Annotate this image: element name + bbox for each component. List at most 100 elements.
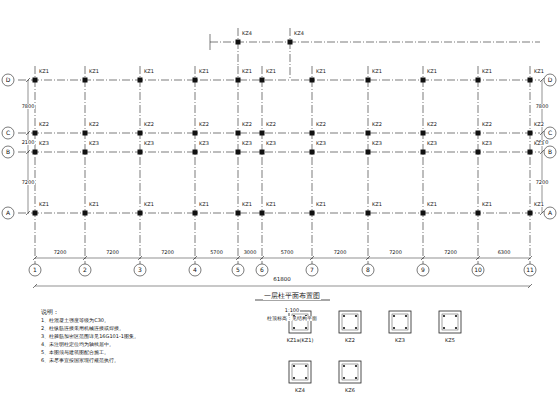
grid-line (542, 80, 543, 213)
column-section (236, 131, 241, 136)
column-tag: KZ1 (426, 69, 438, 74)
rebar (393, 315, 395, 317)
grid-line (312, 262, 313, 264)
axis-bubble (2, 207, 14, 219)
axis-label: 5 (235, 267, 241, 273)
column-section (528, 131, 533, 136)
rebar (405, 327, 407, 329)
column-section (476, 78, 481, 83)
column-tag: KZ1 (88, 69, 100, 74)
column-tag: KZ3 (315, 141, 327, 146)
column-tag: KZ2 (265, 122, 277, 127)
column-section (260, 131, 265, 136)
section-label: KZ5 (444, 338, 456, 343)
note-text: 3、柱箍筋加密区范围详见16G101-1图集。 (40, 334, 140, 339)
rebar (443, 315, 445, 317)
column-tag: KZ3 (426, 141, 438, 146)
axis-label: 7 (309, 267, 315, 273)
rebar (293, 377, 295, 379)
column-tag: KZ2 (371, 122, 383, 127)
note-text: 4、未注明柱定位均为轴线居中。 (40, 342, 115, 347)
column-tag: KZ2 (241, 122, 253, 127)
dimension-text: 6300 (497, 250, 512, 255)
rebar (355, 315, 357, 317)
axis-bubble (544, 207, 556, 219)
column-tag: KZ2 (143, 122, 155, 127)
grid-line (26, 150, 30, 154)
column-section (310, 78, 315, 83)
column-tag: KZ2 (426, 122, 438, 127)
title-note: 1:100 (284, 308, 300, 313)
axis-bubble (362, 264, 374, 276)
column-tag: KZ3 (265, 141, 277, 146)
section-label: KZ6 (344, 388, 356, 393)
column-tag: KZ1 (315, 202, 327, 207)
grid-line (195, 262, 196, 264)
dimension-text: 7200 (105, 250, 120, 255)
column-section (193, 131, 198, 136)
section-label: KZ2 (344, 338, 356, 343)
column-section (366, 211, 371, 216)
column-section (528, 150, 533, 155)
grid-line (312, 66, 313, 262)
axis-label: 2 (82, 267, 88, 273)
column-tag: KZ1 (38, 202, 50, 207)
grid-line (18, 152, 540, 153)
grid-line (262, 262, 263, 264)
grid-line (238, 66, 239, 262)
column-tag: KZ1 (426, 202, 438, 207)
column-section (476, 211, 481, 216)
column-section (33, 150, 38, 155)
column-tag: KZ1 (481, 69, 493, 74)
drawing-title: 一层柱平面布置图 (263, 293, 321, 300)
grid-line (310, 256, 314, 260)
grid-line (540, 78, 544, 82)
column-section (310, 211, 315, 216)
column-tag: KZ3 (533, 141, 545, 146)
grid-line (33, 284, 37, 288)
column-tag: KZ1 (198, 202, 210, 207)
dimension-text: 3000 (243, 250, 258, 255)
grid-line (530, 262, 531, 264)
note-text: 6、未尽事宜按国家现行规范执行。 (40, 358, 120, 363)
rebar (343, 377, 345, 379)
rebar (343, 327, 345, 329)
column-tag: KZ3 (38, 141, 50, 146)
column-section (288, 40, 293, 45)
column-section (138, 150, 143, 155)
column-tag: KZ1 (315, 69, 327, 74)
axis-bubble (134, 264, 146, 276)
rebar (305, 377, 307, 379)
grid-line (26, 211, 30, 215)
axis-bubble (232, 264, 244, 276)
column-tag: KZ2 (88, 122, 100, 127)
column-tag: KZ3 (143, 141, 155, 146)
stirrup (342, 364, 358, 380)
column-tag: KZ1 (481, 202, 493, 207)
column-section (236, 78, 241, 83)
grid-line (528, 256, 532, 260)
grid-line (26, 78, 30, 82)
rebar (455, 327, 457, 329)
column-tag: KZ1 (38, 69, 50, 74)
grid-line (35, 66, 36, 262)
axis-bubble (29, 264, 41, 276)
grid-line (33, 256, 37, 260)
column-tag: KZ2 (315, 122, 327, 127)
column-section (366, 78, 371, 83)
column-tag: KZ3 (88, 141, 100, 146)
column-section (236, 40, 241, 45)
note-text: 2、柱纵筋连接采用机械连接或焊接。 (40, 326, 125, 331)
grid-line (193, 256, 197, 260)
axis-bubble (2, 127, 14, 139)
column-section (310, 131, 315, 136)
dimension-text: 61800 (272, 277, 292, 283)
column-tag: KZ4 (241, 31, 253, 36)
axis-bubble (417, 264, 429, 276)
axis-bubble (2, 146, 14, 158)
column-tag: KZ1 (88, 202, 100, 207)
column-tag: KZ1 (265, 202, 277, 207)
column-section (421, 78, 426, 83)
column-tag: KZ3 (371, 141, 383, 146)
